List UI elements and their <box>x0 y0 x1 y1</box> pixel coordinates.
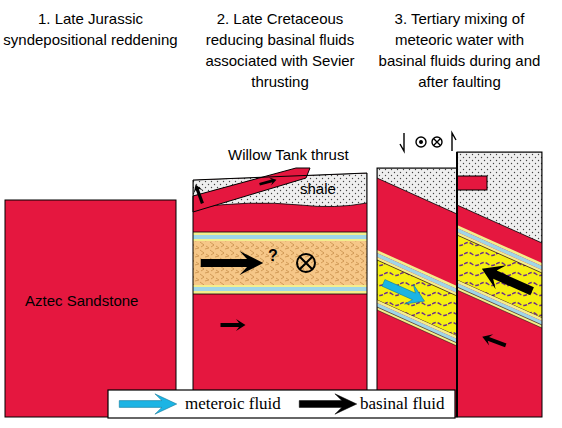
thrust-sheet <box>193 168 310 212</box>
map-label: Aztec Sandstone <box>25 292 138 310</box>
fault-motion-symbols <box>400 133 456 151</box>
red-sandstone <box>457 152 542 417</box>
down-arrow-symbol <box>400 133 404 151</box>
panel-outline <box>193 173 367 417</box>
meteoric-fluid-arrow <box>379 273 429 311</box>
layer-boundary <box>193 294 367 295</box>
fault-block-outline <box>377 168 457 417</box>
panel-node: 2. Late Cretaceous reducing basinal flui… <box>193 165 367 417</box>
into-page-symbol <box>434 139 441 146</box>
thin-layer <box>193 285 367 287</box>
legend-label: meteroic fluid <box>185 394 281 414</box>
shale-layer <box>457 152 542 243</box>
fault-block-outline <box>457 152 542 417</box>
thin-layer <box>193 232 367 235</box>
into-page-symbol <box>432 137 442 147</box>
thin-layer <box>193 287 367 291</box>
red-sandstone-block <box>5 200 176 417</box>
thin-layer <box>193 291 367 294</box>
panel-node: 3. Tertiary mixing of meteoric water wit… <box>377 152 542 417</box>
legend-arrow-sample <box>299 394 357 414</box>
out-of-page-symbol <box>416 137 426 147</box>
thin-layer <box>377 307 457 346</box>
legend-box <box>108 390 455 418</box>
legend-arrow-sample <box>119 394 177 414</box>
map-label: Willow Tank thrust <box>228 146 349 164</box>
thin-layer <box>193 239 367 241</box>
into-page-symbol <box>297 254 315 272</box>
thin-layer <box>377 300 457 339</box>
red-sandstone <box>193 173 367 417</box>
layer-boundary <box>193 232 367 233</box>
panel-two-layers <box>193 173 367 417</box>
map-label: ? <box>268 247 278 265</box>
into-page-symbol <box>300 257 312 269</box>
panel-heading: 3. Tertiary mixing of meteoric water wit… <box>377 8 542 92</box>
basinal-fluid-arrow <box>201 251 264 275</box>
out-of-page-symbol <box>420 141 423 144</box>
panel-heading: 1. Late Jurassic syndepositional reddeni… <box>0 8 183 50</box>
thin-layer <box>193 235 367 239</box>
thin-layer <box>377 303 457 343</box>
panel-three-right-block <box>457 152 542 417</box>
basinal-fluid-arrow <box>480 331 508 351</box>
bleached-layer <box>193 241 367 285</box>
fault-line <box>456 152 458 417</box>
basinal-fluid-arrow <box>477 257 538 303</box>
up-arrow-symbol <box>452 133 456 151</box>
shale-layer <box>377 168 457 214</box>
basinal-fluid-arrow <box>221 319 246 331</box>
thrust-sheet-remnant <box>457 176 487 190</box>
red-sandstone <box>377 168 457 417</box>
legend-label: basinal fluid <box>360 394 445 414</box>
panel-heading: 2. Late Cretaceous reducing basinal flui… <box>193 8 368 92</box>
panel-three-left-block <box>377 168 457 417</box>
map-label: shale <box>300 180 336 198</box>
